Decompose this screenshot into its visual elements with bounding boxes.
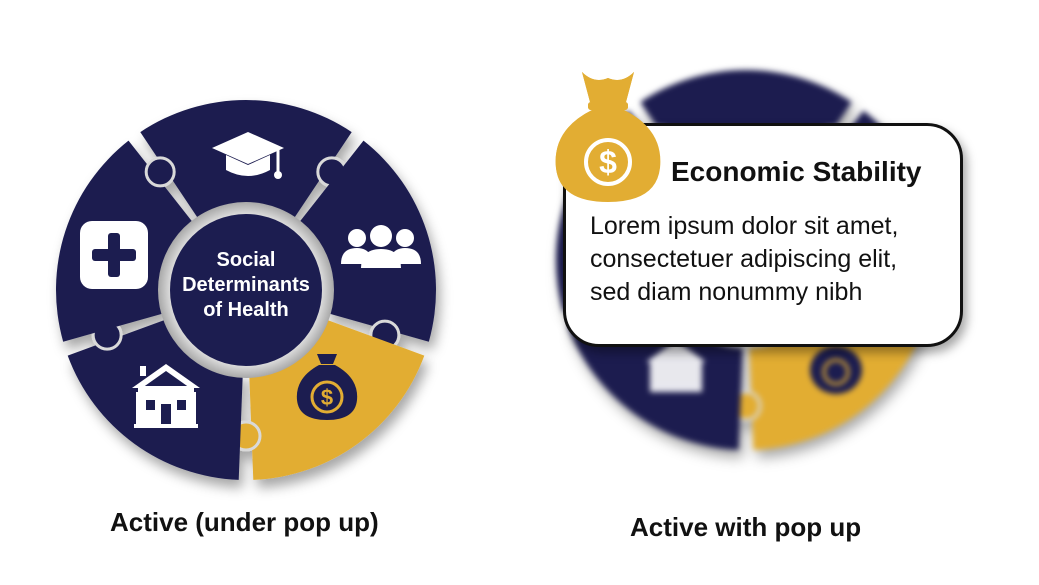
svg-text:$: $ xyxy=(599,144,617,180)
popup-body-line-3: sed diam nonummy nibh xyxy=(590,278,863,306)
caption-active-under-popup: Active (under pop up) xyxy=(110,507,379,537)
center-hub[interactable] xyxy=(170,214,322,366)
center-line-2: Determinants xyxy=(182,274,310,296)
popup-body-line-1: Lorem ipsum dolor sit amet, xyxy=(590,212,899,240)
medical-cross-icon[interactable] xyxy=(80,221,148,289)
center-line-1: Social xyxy=(216,249,276,271)
svg-text:$: $ xyxy=(321,385,333,410)
popup-body: Lorem ipsum dolor sit amet, consectetuer… xyxy=(590,210,950,309)
left-puzzle-knob xyxy=(144,156,176,188)
money-bag-icon[interactable]: $ xyxy=(296,354,358,420)
people-group-icon[interactable] xyxy=(341,225,421,268)
center-title: Social Determinants of Health xyxy=(156,248,336,323)
popup-body-line-2: consectetuer adipiscing elit, xyxy=(590,245,898,273)
graduation-cap-icon[interactable] xyxy=(212,132,284,179)
center-line-3: of Health xyxy=(203,299,289,321)
caption-active-with-popup: Active with pop up xyxy=(630,512,862,542)
popup-title: Economic Stability xyxy=(671,156,922,187)
house-icon[interactable] xyxy=(132,364,200,428)
popup-money-bag-overlay-icon: $ xyxy=(555,72,661,202)
